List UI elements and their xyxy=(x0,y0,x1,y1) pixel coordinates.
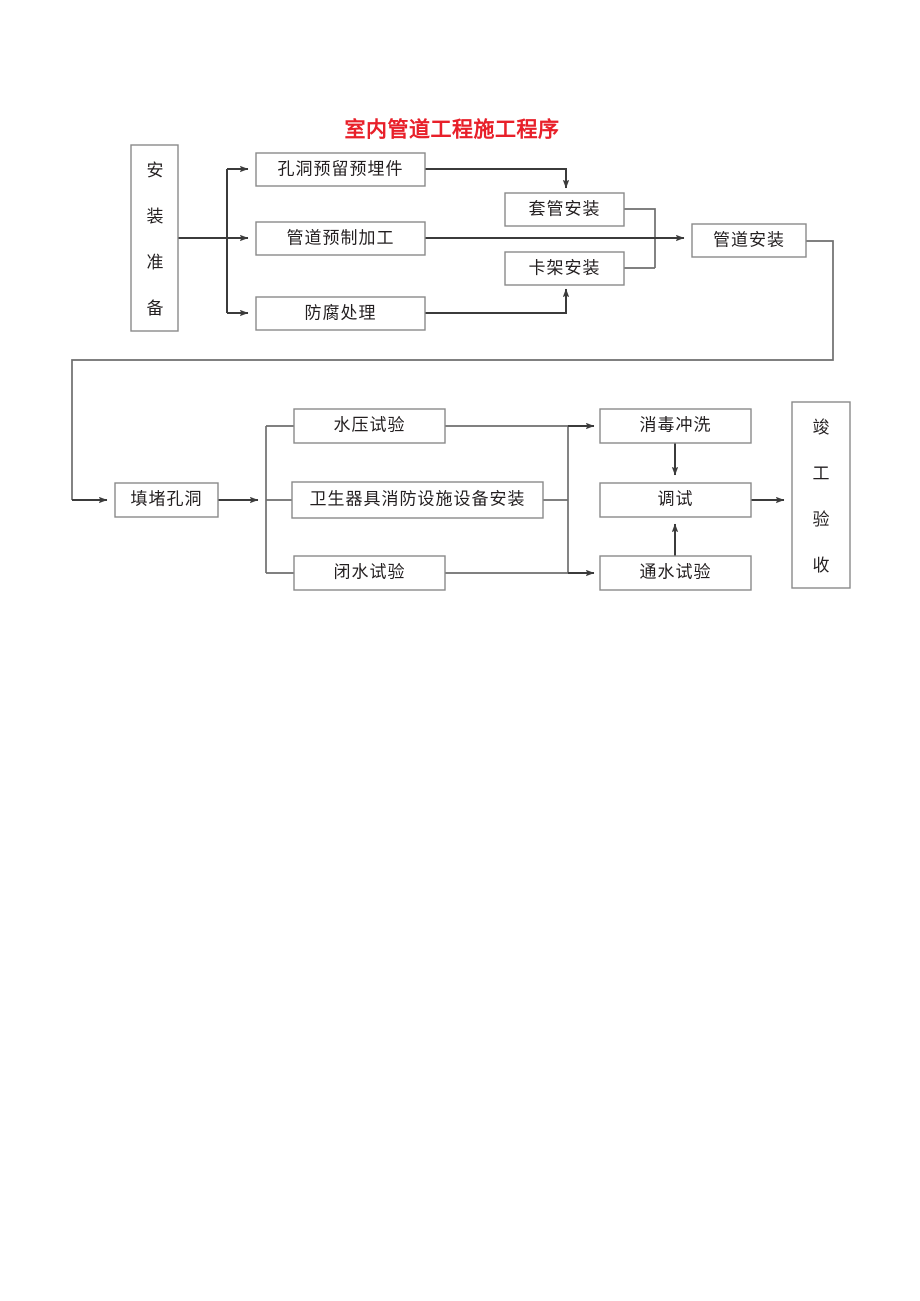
node-commissioning-box xyxy=(599,482,752,518)
node-water-supply-test[interactable]: 通水试验 xyxy=(599,555,752,591)
node-pipe-installation-box xyxy=(691,223,807,258)
node-sleeve-installation-label: 套管安装 xyxy=(529,199,601,218)
node-water-tightness-test[interactable]: 闭水试验 xyxy=(293,555,446,591)
edge-anticorrosion-to-bracket xyxy=(425,288,570,314)
edge-pipe-install-return xyxy=(71,240,834,500)
node-anticorrosion-treatment-box xyxy=(255,296,426,331)
node-pipe-prefabrication[interactable]: 管道预制加工 xyxy=(255,221,426,256)
node-disinfection-flushing-label: 消毒冲洗 xyxy=(640,415,712,434)
edge-sleeve-to-merge xyxy=(624,208,656,268)
node-water-supply-test-box xyxy=(599,555,752,591)
node-sleeve-installation-box xyxy=(504,192,625,227)
node-installation-preparation-box xyxy=(130,144,179,332)
node-pipe-installation-label: 管道安装 xyxy=(713,230,785,249)
node-water-supply-test-label: 通水试验 xyxy=(640,562,712,581)
node-sanitary-fire-equipment-installation-label: 卫生器具消防设施设备安装 xyxy=(310,489,526,508)
node-installation-preparation-char-1: 装 xyxy=(147,207,164,226)
node-completion-acceptance[interactable]: 竣 工 验 收 xyxy=(791,401,851,589)
node-hole-filling-box xyxy=(114,482,219,518)
node-sleeve-installation[interactable]: 套管安装 xyxy=(504,192,625,227)
edge-hole-reserve-to-sleeve xyxy=(425,168,570,189)
node-hole-reserve-embedded-parts-label: 孔洞预留预埋件 xyxy=(278,159,404,178)
node-hole-reserve-embedded-parts-box xyxy=(255,152,426,187)
node-disinfection-flushing-box xyxy=(599,408,752,444)
node-completion-acceptance-box xyxy=(791,401,851,589)
node-hole-filling-label: 填堵孔洞 xyxy=(131,489,203,508)
node-installation-preparation-char-3: 备 xyxy=(147,299,164,318)
node-pipe-prefabrication-box xyxy=(255,221,426,256)
node-water-tightness-test-label: 闭水试验 xyxy=(334,562,406,581)
node-water-tightness-test-box xyxy=(293,555,446,591)
node-installation-preparation[interactable]: 安 装 准 备 xyxy=(130,144,179,332)
node-disinfection-flushing[interactable]: 消毒冲洗 xyxy=(599,408,752,444)
node-completion-acceptance-char-1: 工 xyxy=(813,464,830,483)
node-hole-reserve-embedded-parts[interactable]: 孔洞预留预埋件 xyxy=(255,152,426,187)
node-completion-acceptance-char-3: 收 xyxy=(813,556,830,575)
node-bracket-installation-box xyxy=(504,251,625,286)
node-bracket-installation-label: 卡架安装 xyxy=(529,258,601,277)
node-installation-preparation-char-2: 准 xyxy=(147,253,164,272)
node-pipe-installation[interactable]: 管道安装 xyxy=(691,223,807,258)
node-commissioning[interactable]: 调试 xyxy=(599,482,752,518)
node-completion-acceptance-char-0: 竣 xyxy=(813,418,830,437)
node-pressure-test-box xyxy=(293,408,446,444)
node-sanitary-fire-equipment-installation[interactable]: 卫生器具消防设施设备安装 xyxy=(291,481,544,519)
node-pressure-test-label: 水压试验 xyxy=(334,415,406,434)
node-bracket-installation[interactable]: 卡架安装 xyxy=(504,251,625,286)
node-anticorrosion-treatment[interactable]: 防腐处理 xyxy=(255,296,426,331)
node-commissioning-label: 调试 xyxy=(658,489,694,508)
node-sanitary-fire-equipment-installation-box xyxy=(291,481,544,519)
node-completion-acceptance-char-2: 验 xyxy=(813,510,830,529)
chart-title: 室内管道工程施工程序 xyxy=(345,118,560,142)
node-hole-filling[interactable]: 填堵孔洞 xyxy=(114,482,219,518)
node-anticorrosion-treatment-label: 防腐处理 xyxy=(305,303,377,322)
node-pipe-prefabrication-label: 管道预制加工 xyxy=(287,228,395,247)
node-installation-preparation-char-0: 安 xyxy=(147,161,164,180)
node-pressure-test[interactable]: 水压试验 xyxy=(293,408,446,444)
